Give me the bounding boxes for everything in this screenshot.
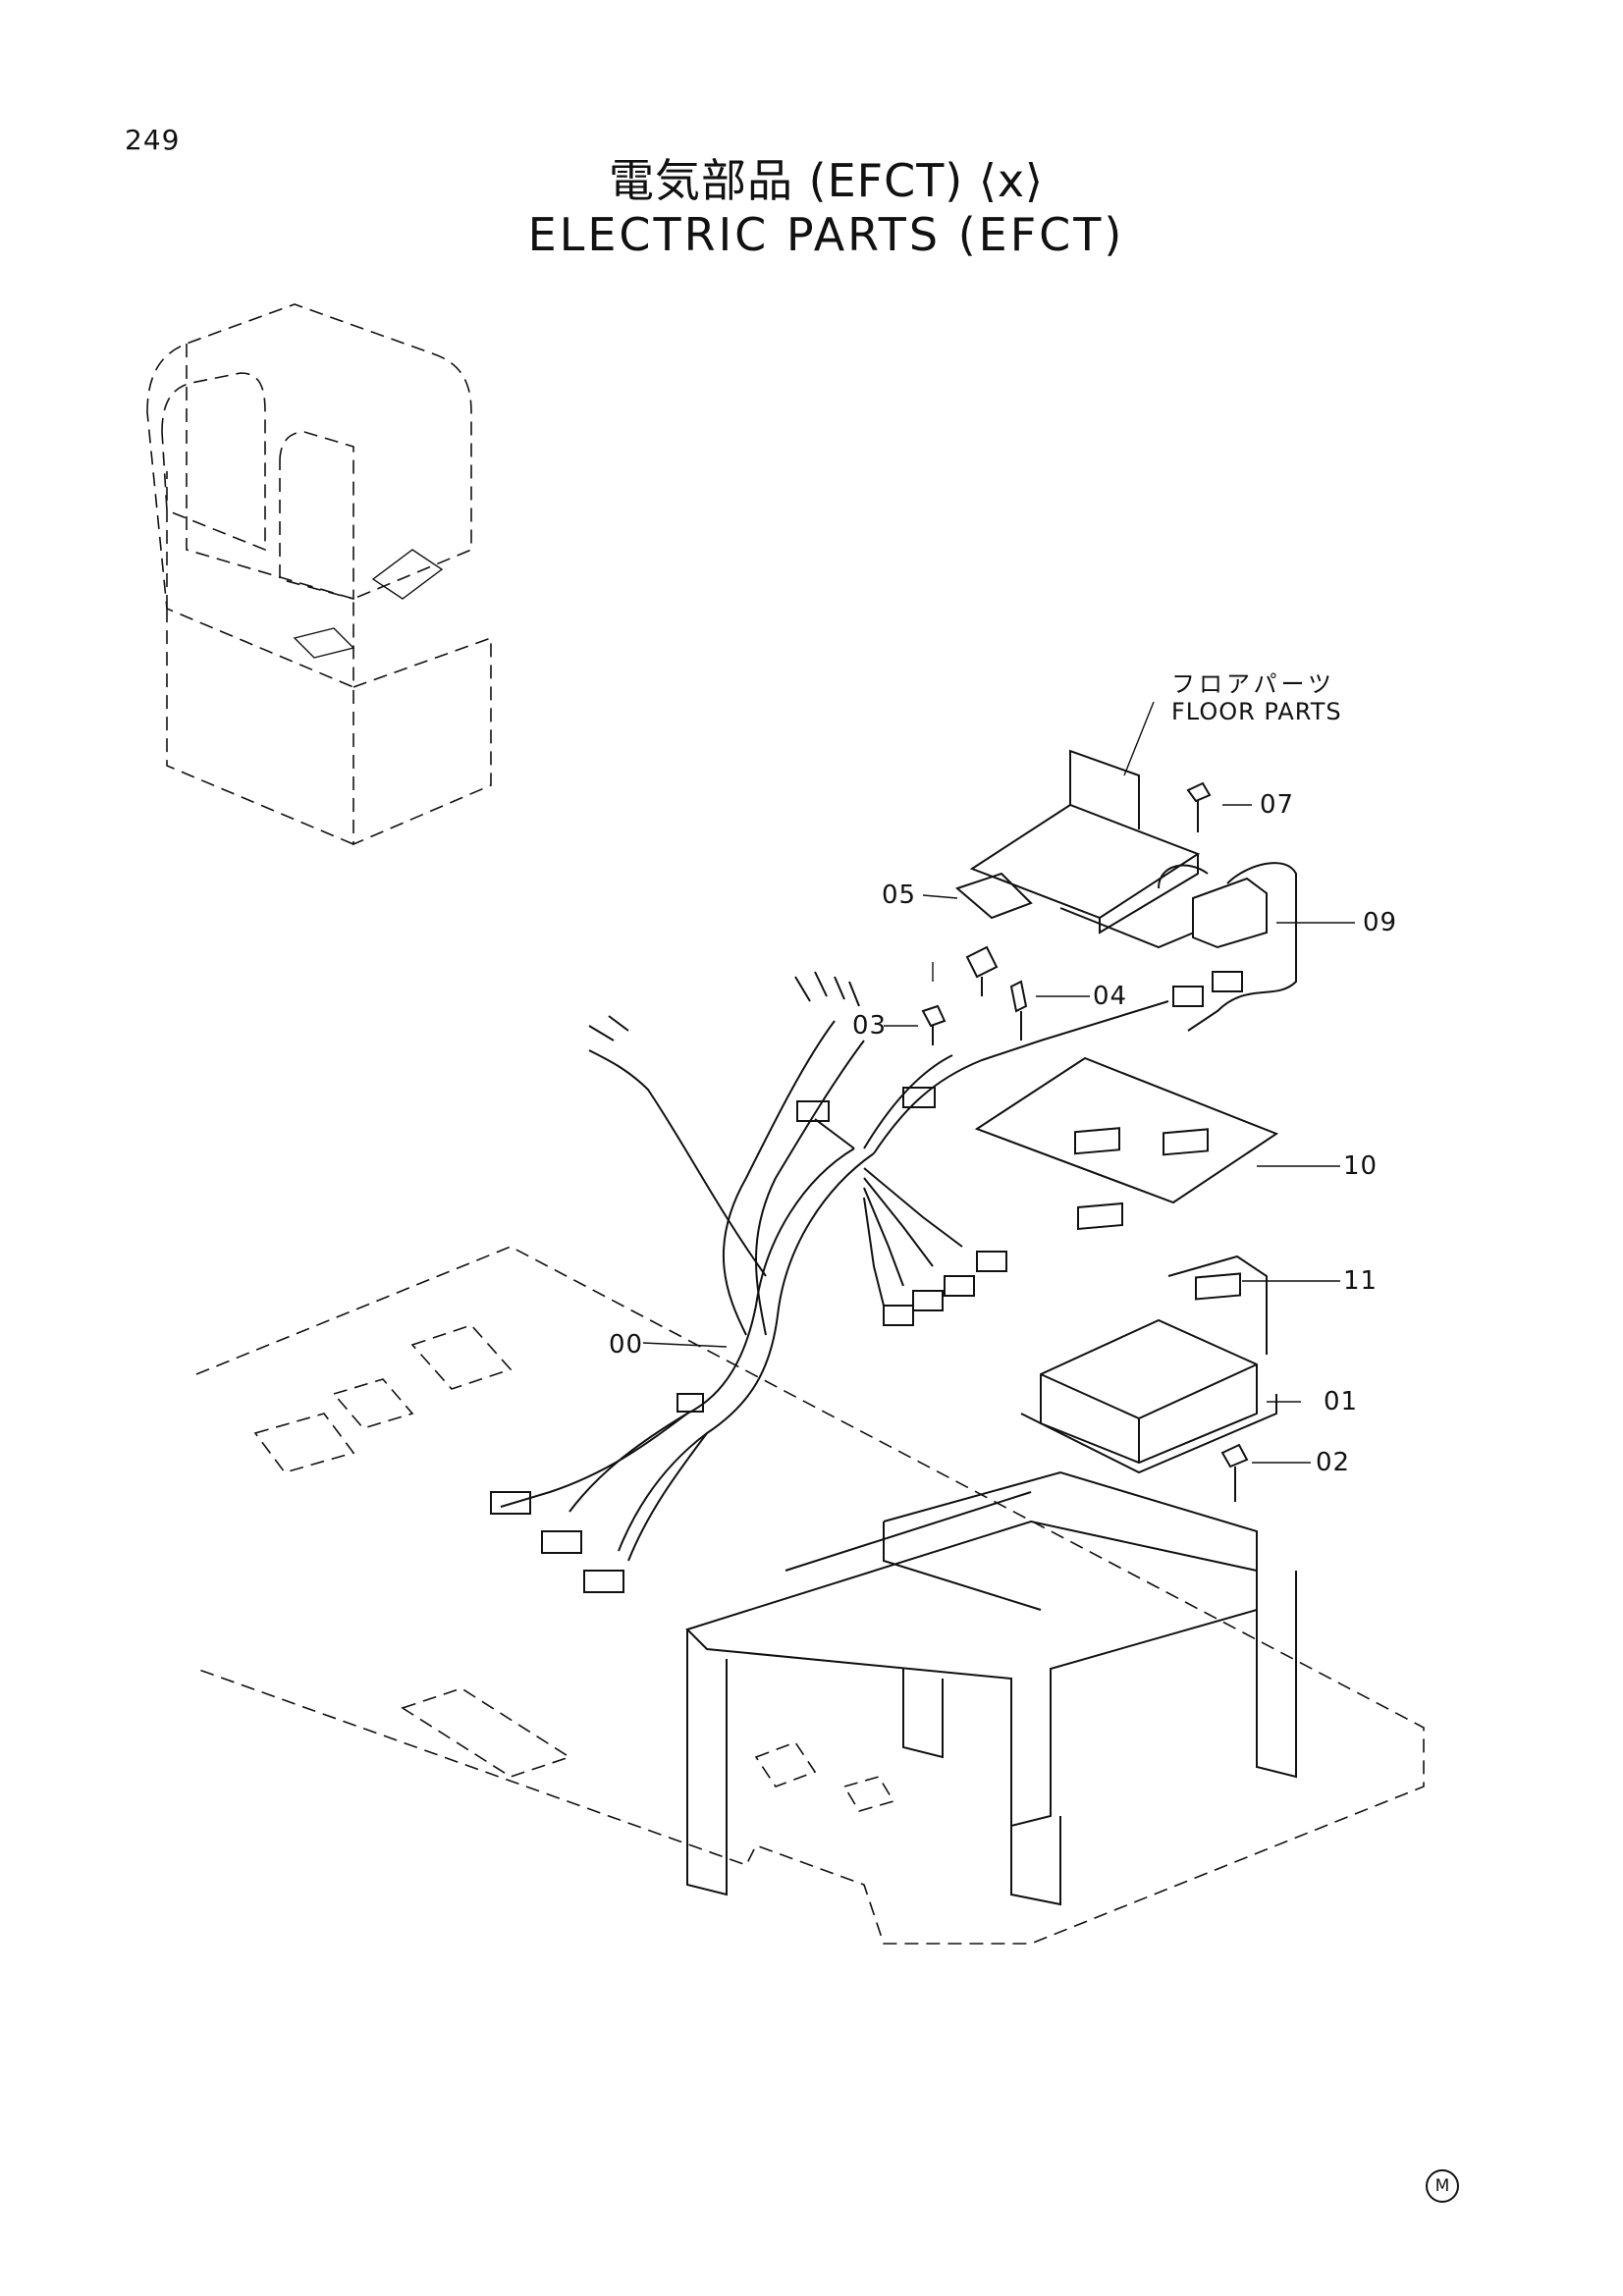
relay-09 (1158, 862, 1297, 1032)
bolt-03 (921, 1004, 947, 1045)
bolt-07 (1186, 781, 1212, 832)
callout-10: 10 (1343, 1151, 1379, 1181)
floor-parts-label-english: FLOOR PARTS (1171, 698, 1342, 725)
switch-05 (965, 945, 999, 996)
floor-parts-label-japanese: フロアパーツ (1171, 670, 1336, 698)
callout-05: 05 (882, 881, 917, 910)
page-number: 249 (125, 124, 181, 156)
insulation-pad-10 (974, 1056, 1279, 1204)
wiring-harness-00 (490, 971, 1243, 1593)
rubber-pads-11 (1074, 1127, 1241, 1301)
page-title-japanese: 電気部品 (EFCT) ⟨x⟩ (609, 154, 1044, 207)
callout-00: 00 (609, 1330, 644, 1360)
manufacturer-mark: M (1426, 2169, 1459, 2203)
callout-07: 07 (1260, 790, 1295, 820)
floor-plate (195, 1246, 1425, 1945)
controller-unit-01 (1020, 1255, 1277, 1474)
callout-11: 11 (1343, 1266, 1379, 1296)
bolt-02 (1220, 1443, 1249, 1502)
callout-02: 02 (1316, 1448, 1351, 1477)
floor-parts-bracket (955, 749, 1218, 949)
page-title-english: ELECTRIC PARTS (EFCT) (527, 208, 1125, 261)
callout-03: 03 (852, 1011, 888, 1041)
callout-09: 09 (1363, 908, 1398, 937)
callout-01: 01 (1324, 1387, 1359, 1416)
cab-inset-illustration (146, 303, 492, 846)
leader-lines (642, 701, 1355, 1464)
sensor-04 (1009, 980, 1028, 1041)
support-frame (685, 1470, 1297, 1906)
callout-04: 04 (1093, 982, 1128, 1011)
